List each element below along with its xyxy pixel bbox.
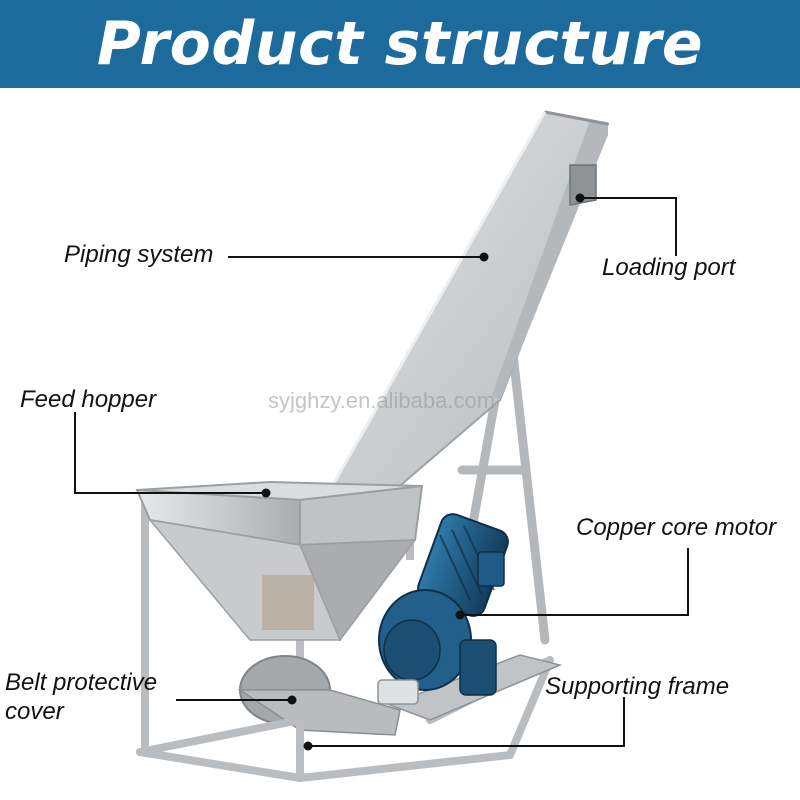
page-title: Product structure	[96, 9, 704, 79]
belt-protective-cover	[237, 655, 401, 736]
label-copper-core-motor: Copper core motor	[576, 514, 777, 541]
leader-lines	[74, 197, 689, 747]
feed-hopper	[135, 480, 424, 642]
base-frame	[136, 656, 554, 782]
header-banner: Product structure	[0, 0, 800, 88]
label-piping-system: Piping system	[64, 241, 214, 268]
label-belt-protective-cover-line2: cover	[5, 698, 64, 725]
label-belt-protective-cover-line1: Belt protective	[5, 669, 158, 696]
watermark: syjghzy.en.alibaba.com	[268, 388, 496, 413]
label-feed-hopper: Feed hopper	[20, 386, 157, 413]
leader-dots	[261, 193, 585, 751]
label-loading-port: Loading port	[602, 254, 736, 281]
loading-port	[569, 164, 597, 206]
piping-tube	[328, 110, 610, 491]
label-supporting-frame: Supporting frame	[545, 673, 730, 700]
copper-core-motor	[377, 513, 509, 705]
